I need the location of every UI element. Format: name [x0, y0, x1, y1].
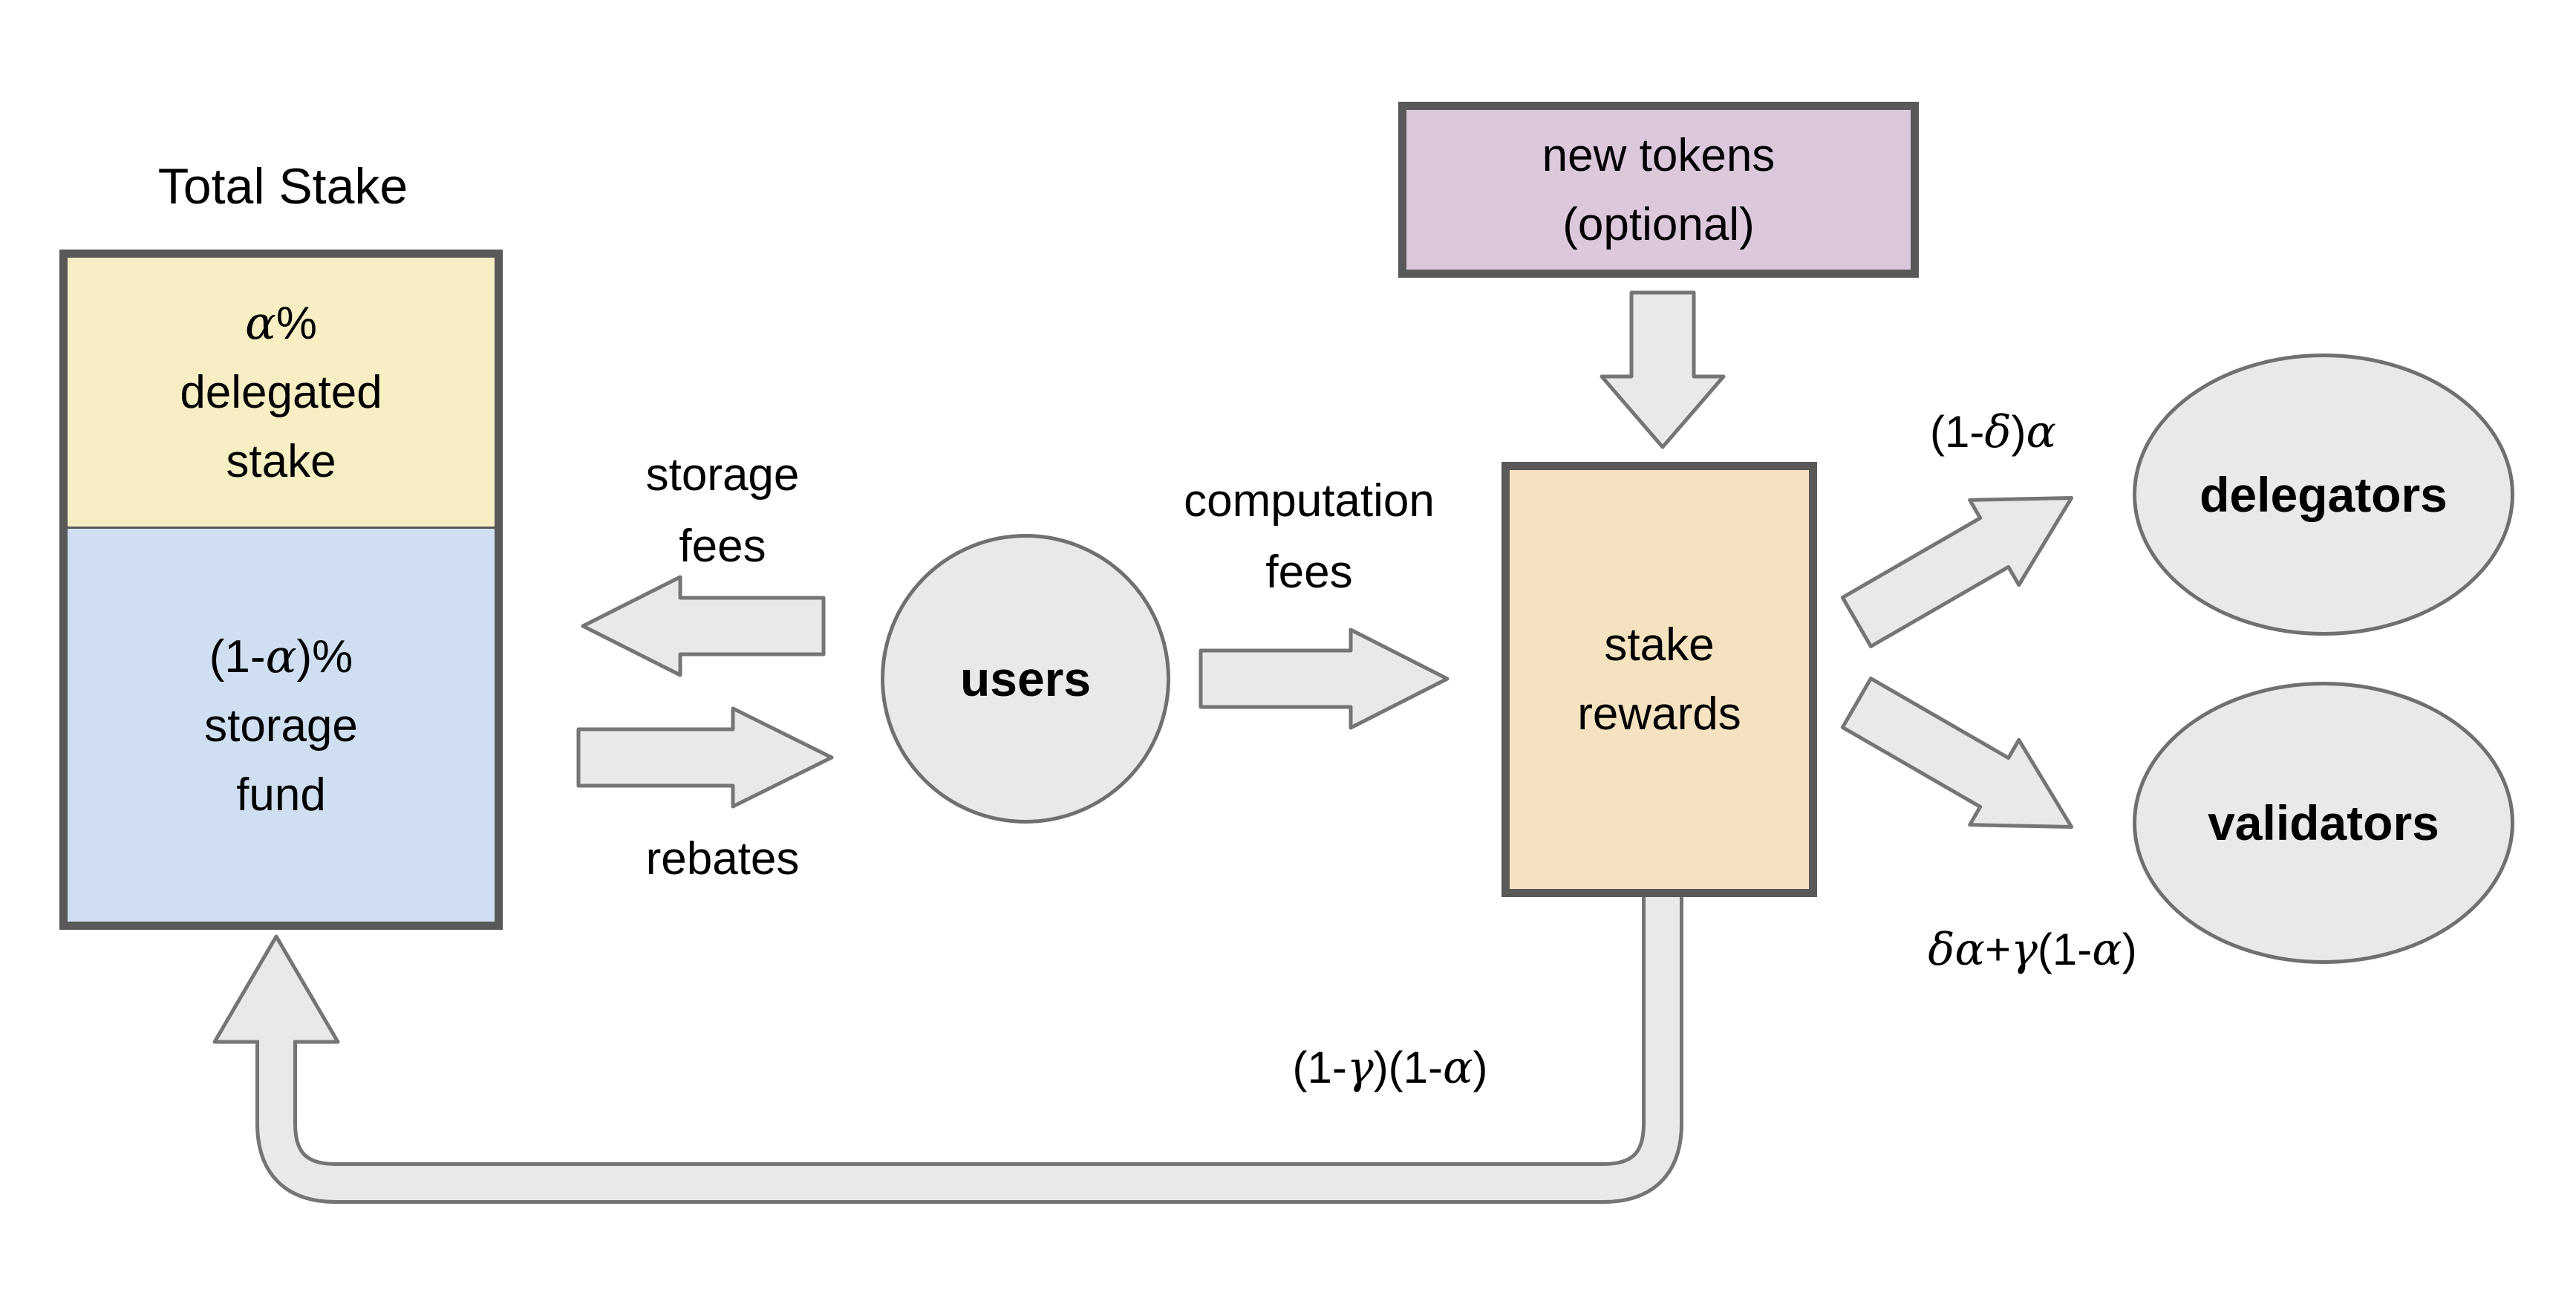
new-tokens-arrow: [1600, 290, 1726, 449]
storage-fund-line2: storage: [204, 700, 358, 752]
rebates-label: rebates: [645, 832, 800, 884]
storage-fees-label: storage fees: [646, 440, 800, 582]
storage-fund-line1: (1-α)%: [209, 628, 353, 683]
total-stake-box: α% delegated stake (1-α)% storage fund: [59, 250, 503, 930]
storage-fund-section: (1-α)% storage fund: [68, 529, 495, 922]
stake-rewards-line2: rewards: [1577, 688, 1741, 740]
validators-share-label: δα+γ(1-α): [1928, 924, 2137, 976]
computation-fees-line1: computation: [1184, 475, 1435, 527]
total-stake-title: Total Stake: [157, 158, 408, 215]
storage-fund-return-label: (1-γ)(1-α): [1292, 1042, 1488, 1094]
delegated-stake-line1: α%: [244, 296, 317, 350]
computation-fees-line2: fees: [1265, 547, 1353, 598]
users-label: users: [959, 651, 1092, 706]
computation-fees-label: computation fees: [1184, 466, 1435, 608]
new-tokens-line2: (optional): [1562, 198, 1755, 250]
storage-fees-line2: fees: [679, 521, 766, 572]
storage-fees-arrow: [581, 575, 826, 677]
delegated-stake-line2: delegated: [180, 367, 382, 418]
delegated-stake-line3: stake: [226, 436, 336, 487]
users-node: users: [881, 534, 1170, 824]
delegators-label: delegators: [2200, 467, 2448, 522]
new-tokens-box: new tokens (optional): [1398, 102, 1919, 278]
validators-arrow: [1840, 677, 2074, 829]
stake-rewards-line1: stake: [1604, 619, 1715, 671]
delegators-share-label: (1-δ)α: [1930, 406, 2056, 458]
rebates-arrow: [576, 706, 834, 809]
storage-fund-return-arrowhead: [212, 934, 340, 1044]
delegators-node: delegators: [2133, 353, 2514, 636]
stake-rewards-box: stake rewards: [1501, 462, 1817, 897]
storage-fund-line3: fund: [236, 769, 326, 821]
validators-label: validators: [2208, 795, 2439, 850]
storage-fund-return-pipe: [259, 887, 1680, 1200]
delegated-stake-section: α% delegated stake: [68, 258, 495, 529]
new-tokens-line1: new tokens: [1542, 129, 1776, 181]
validators-node: validators: [2133, 682, 2514, 964]
computation-fees-arrow: [1199, 628, 1450, 730]
storage-fees-line1: storage: [645, 449, 800, 501]
delegators-arrow: [1840, 496, 2074, 648]
